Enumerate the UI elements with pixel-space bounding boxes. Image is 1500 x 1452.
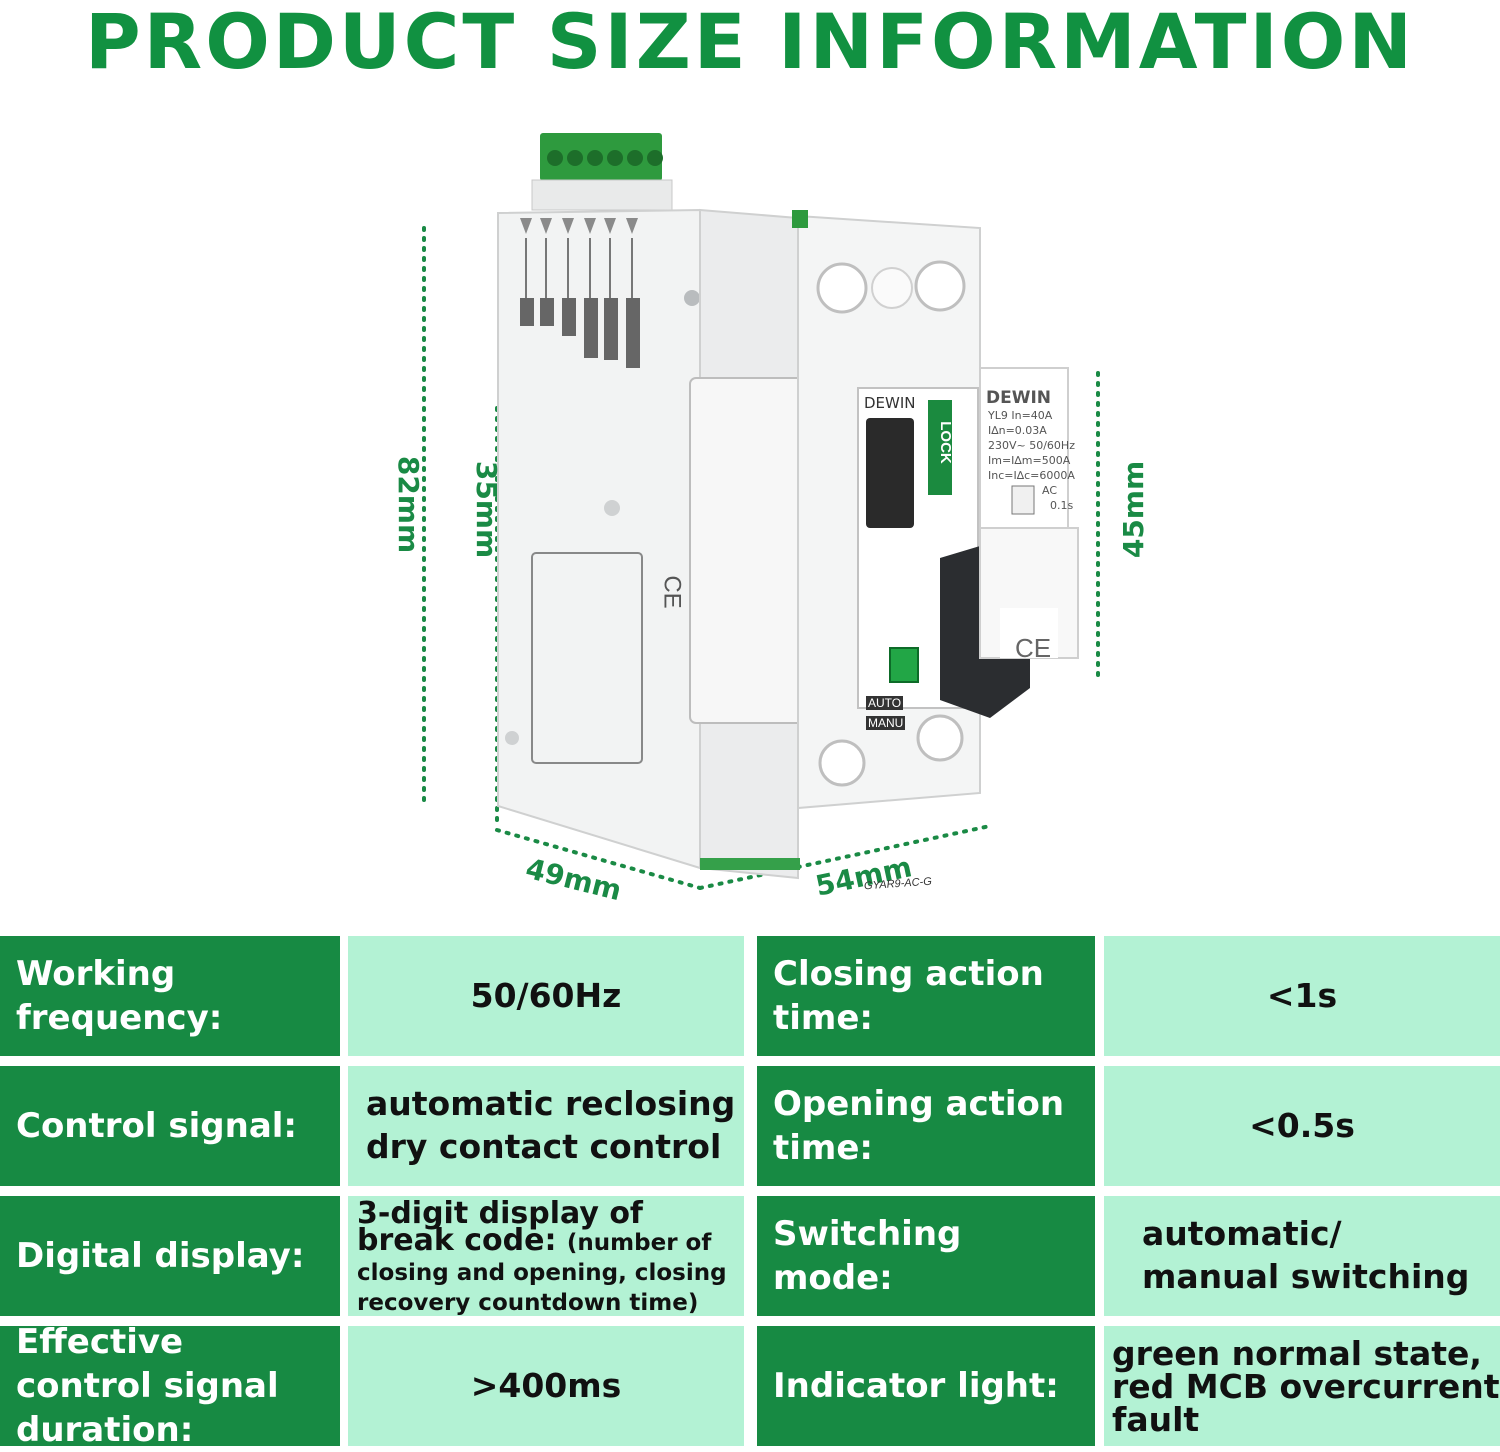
lock-label: LOCK xyxy=(936,421,954,464)
dimension-label-35mm: 35mm xyxy=(470,460,504,559)
ce-mark-front: CE xyxy=(1015,633,1052,663)
device-brand-label: DEWIN xyxy=(986,388,1052,408)
digital-display xyxy=(866,418,914,528)
circuit-breaker-drawing xyxy=(422,133,1100,890)
spec-label-closing-action-time: Closing action time: xyxy=(757,936,1095,1056)
digital-display-detail: (number of closing and opening, closing … xyxy=(357,1230,727,1316)
manu-label: MANU xyxy=(866,716,906,730)
spec-table: Working frequency: 50/60Hz Closing actio… xyxy=(0,936,1500,1450)
spec-label-control-signal: Control signal: xyxy=(0,1066,340,1186)
spec-value-effective-control-signal-duration: >400ms xyxy=(348,1326,744,1446)
dimension-line-54mm xyxy=(698,824,992,890)
spec-label-indicator-light: Indicator light: xyxy=(757,1326,1095,1446)
spec-value-control-signal: automatic reclosing dry contact control xyxy=(348,1066,744,1186)
product-illustration: 82mm 35mm 45mm 49mm 54mm DEWIN DEWIN YL9… xyxy=(0,88,1500,928)
spec-label-opening-action-time: Opening action time: xyxy=(757,1066,1095,1186)
page-title: PRODUCT SIZE INFORMATION xyxy=(84,0,1415,86)
spec-value-working-frequency: 50/60Hz xyxy=(348,936,744,1056)
digital-display-main: 3-digit display of break code: xyxy=(357,1196,643,1258)
spec-value-switching-mode: automatic/ manual switching xyxy=(1104,1196,1500,1316)
device-brand-front: DEWIN xyxy=(864,394,916,412)
spec-value-opening-action-time: <0.5s xyxy=(1104,1066,1500,1186)
dimension-label-82mm: 82mm xyxy=(392,455,426,554)
ce-mark-side: CE xyxy=(658,575,686,609)
spec-label-effective-control-signal-duration: Effective control signal duration: xyxy=(0,1322,340,1450)
spec-label-working-frequency: Working frequency: xyxy=(0,936,340,1056)
spec-value-closing-action-time: <1s xyxy=(1104,936,1500,1056)
auto-label: AUTO xyxy=(866,696,904,710)
dimension-label-45mm: 45mm xyxy=(1117,460,1151,559)
lock-tab xyxy=(928,400,952,495)
spec-value-digital-display: 3-digit display of break code: (number o… xyxy=(348,1196,744,1316)
side-label xyxy=(689,377,806,724)
spec-value-indicator-light: green normal state, red MCB overcurrent … xyxy=(1104,1326,1500,1446)
spec-label-switching-mode: Switching mode: xyxy=(757,1196,1095,1316)
indicator-light xyxy=(889,647,919,683)
spec-label-digital-display: Digital display: xyxy=(0,1196,340,1316)
device-ratings: YL9 In=40A I∆n=0.03A 230V~ 50/60Hz Im=I∆… xyxy=(988,409,1075,512)
